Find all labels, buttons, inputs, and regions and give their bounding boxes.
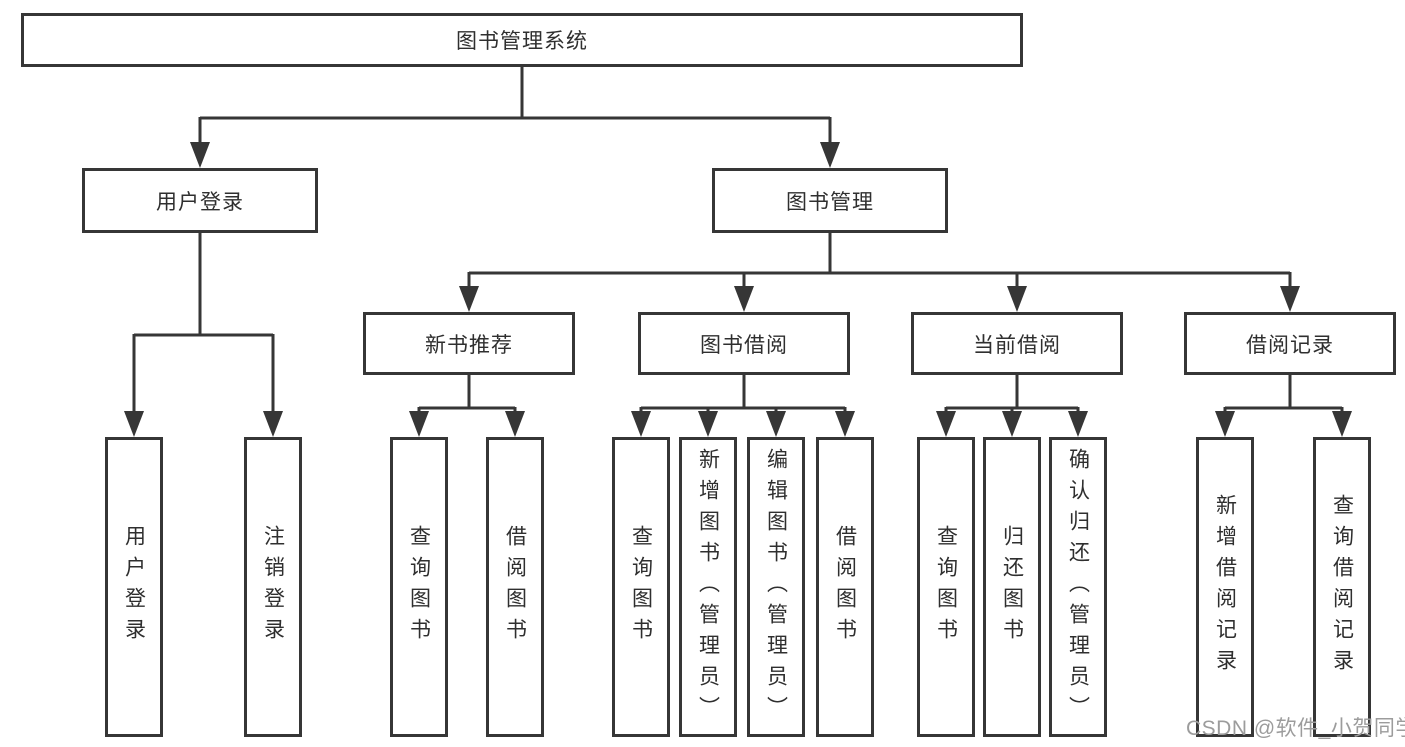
node-user-login-label: 用户登录 xyxy=(156,190,244,214)
leaf-borrow-books-recommend-label: 借阅图书 xyxy=(503,525,527,649)
leaf-confirm-return-admin-label: 确认归还（管理员） xyxy=(1066,447,1090,727)
leaf-add-book-admin: 新增图书（管理员） xyxy=(679,437,737,737)
node-new-book-recommend: 新书推荐 xyxy=(363,312,575,375)
leaf-query-borrow-record: 查询借阅记录 xyxy=(1313,437,1371,737)
leaf-confirm-return-admin: 确认归还（管理员） xyxy=(1049,437,1107,737)
leaf-query-books-recommend: 查询图书 xyxy=(390,437,448,737)
node-book-management: 图书管理 xyxy=(712,168,948,233)
leaf-borrow-books-borrowing-label: 借阅图书 xyxy=(833,525,857,649)
node-new-book-recommend-label: 新书推荐 xyxy=(425,333,513,357)
node-book-borrowing-label: 图书借阅 xyxy=(700,333,788,357)
leaf-query-books-borrowing-label: 查询图书 xyxy=(629,525,653,649)
leaf-borrow-books-borrowing: 借阅图书 xyxy=(816,437,874,737)
node-borrowing-records: 借阅记录 xyxy=(1184,312,1396,375)
leaf-edit-book-admin: 编辑图书（管理员） xyxy=(747,437,805,737)
csdn-watermark: CSDN @软件_小贺同学 xyxy=(1186,717,1405,740)
node-root-label: 图书管理系统 xyxy=(456,30,588,53)
leaf-query-books-current-label: 查询图书 xyxy=(934,525,958,649)
leaf-user-login: 用户登录 xyxy=(105,437,163,737)
leaf-return-book-label: 归还图书 xyxy=(1000,525,1024,649)
leaf-return-book: 归还图书 xyxy=(983,437,1041,737)
leaf-query-books-current: 查询图书 xyxy=(917,437,975,737)
leaf-add-book-admin-label: 新增图书（管理员） xyxy=(696,447,720,727)
leaf-logout: 注销登录 xyxy=(244,437,302,737)
leaf-add-borrow-record: 新增借阅记录 xyxy=(1196,437,1254,737)
leaf-user-login-label: 用户登录 xyxy=(122,525,146,649)
node-book-management-label: 图书管理 xyxy=(786,190,874,214)
leaf-query-books-borrowing: 查询图书 xyxy=(612,437,670,737)
leaf-borrow-books-recommend: 借阅图书 xyxy=(486,437,544,737)
node-root-system: 图书管理系统 xyxy=(21,13,1023,67)
arrowheads xyxy=(124,142,1352,437)
node-book-borrowing: 图书借阅 xyxy=(638,312,850,375)
node-current-borrowing-label: 当前借阅 xyxy=(973,333,1061,357)
node-user-login: 用户登录 xyxy=(82,168,318,233)
node-current-borrowing: 当前借阅 xyxy=(911,312,1123,375)
leaf-query-borrow-record-label: 查询借阅记录 xyxy=(1330,494,1354,680)
node-borrowing-records-label: 借阅记录 xyxy=(1246,333,1334,357)
leaf-logout-label: 注销登录 xyxy=(261,525,285,649)
leaf-query-books-recommend-label: 查询图书 xyxy=(407,525,431,649)
leaf-edit-book-admin-label: 编辑图书（管理员） xyxy=(764,447,788,727)
leaf-add-borrow-record-label: 新增借阅记录 xyxy=(1213,494,1237,680)
